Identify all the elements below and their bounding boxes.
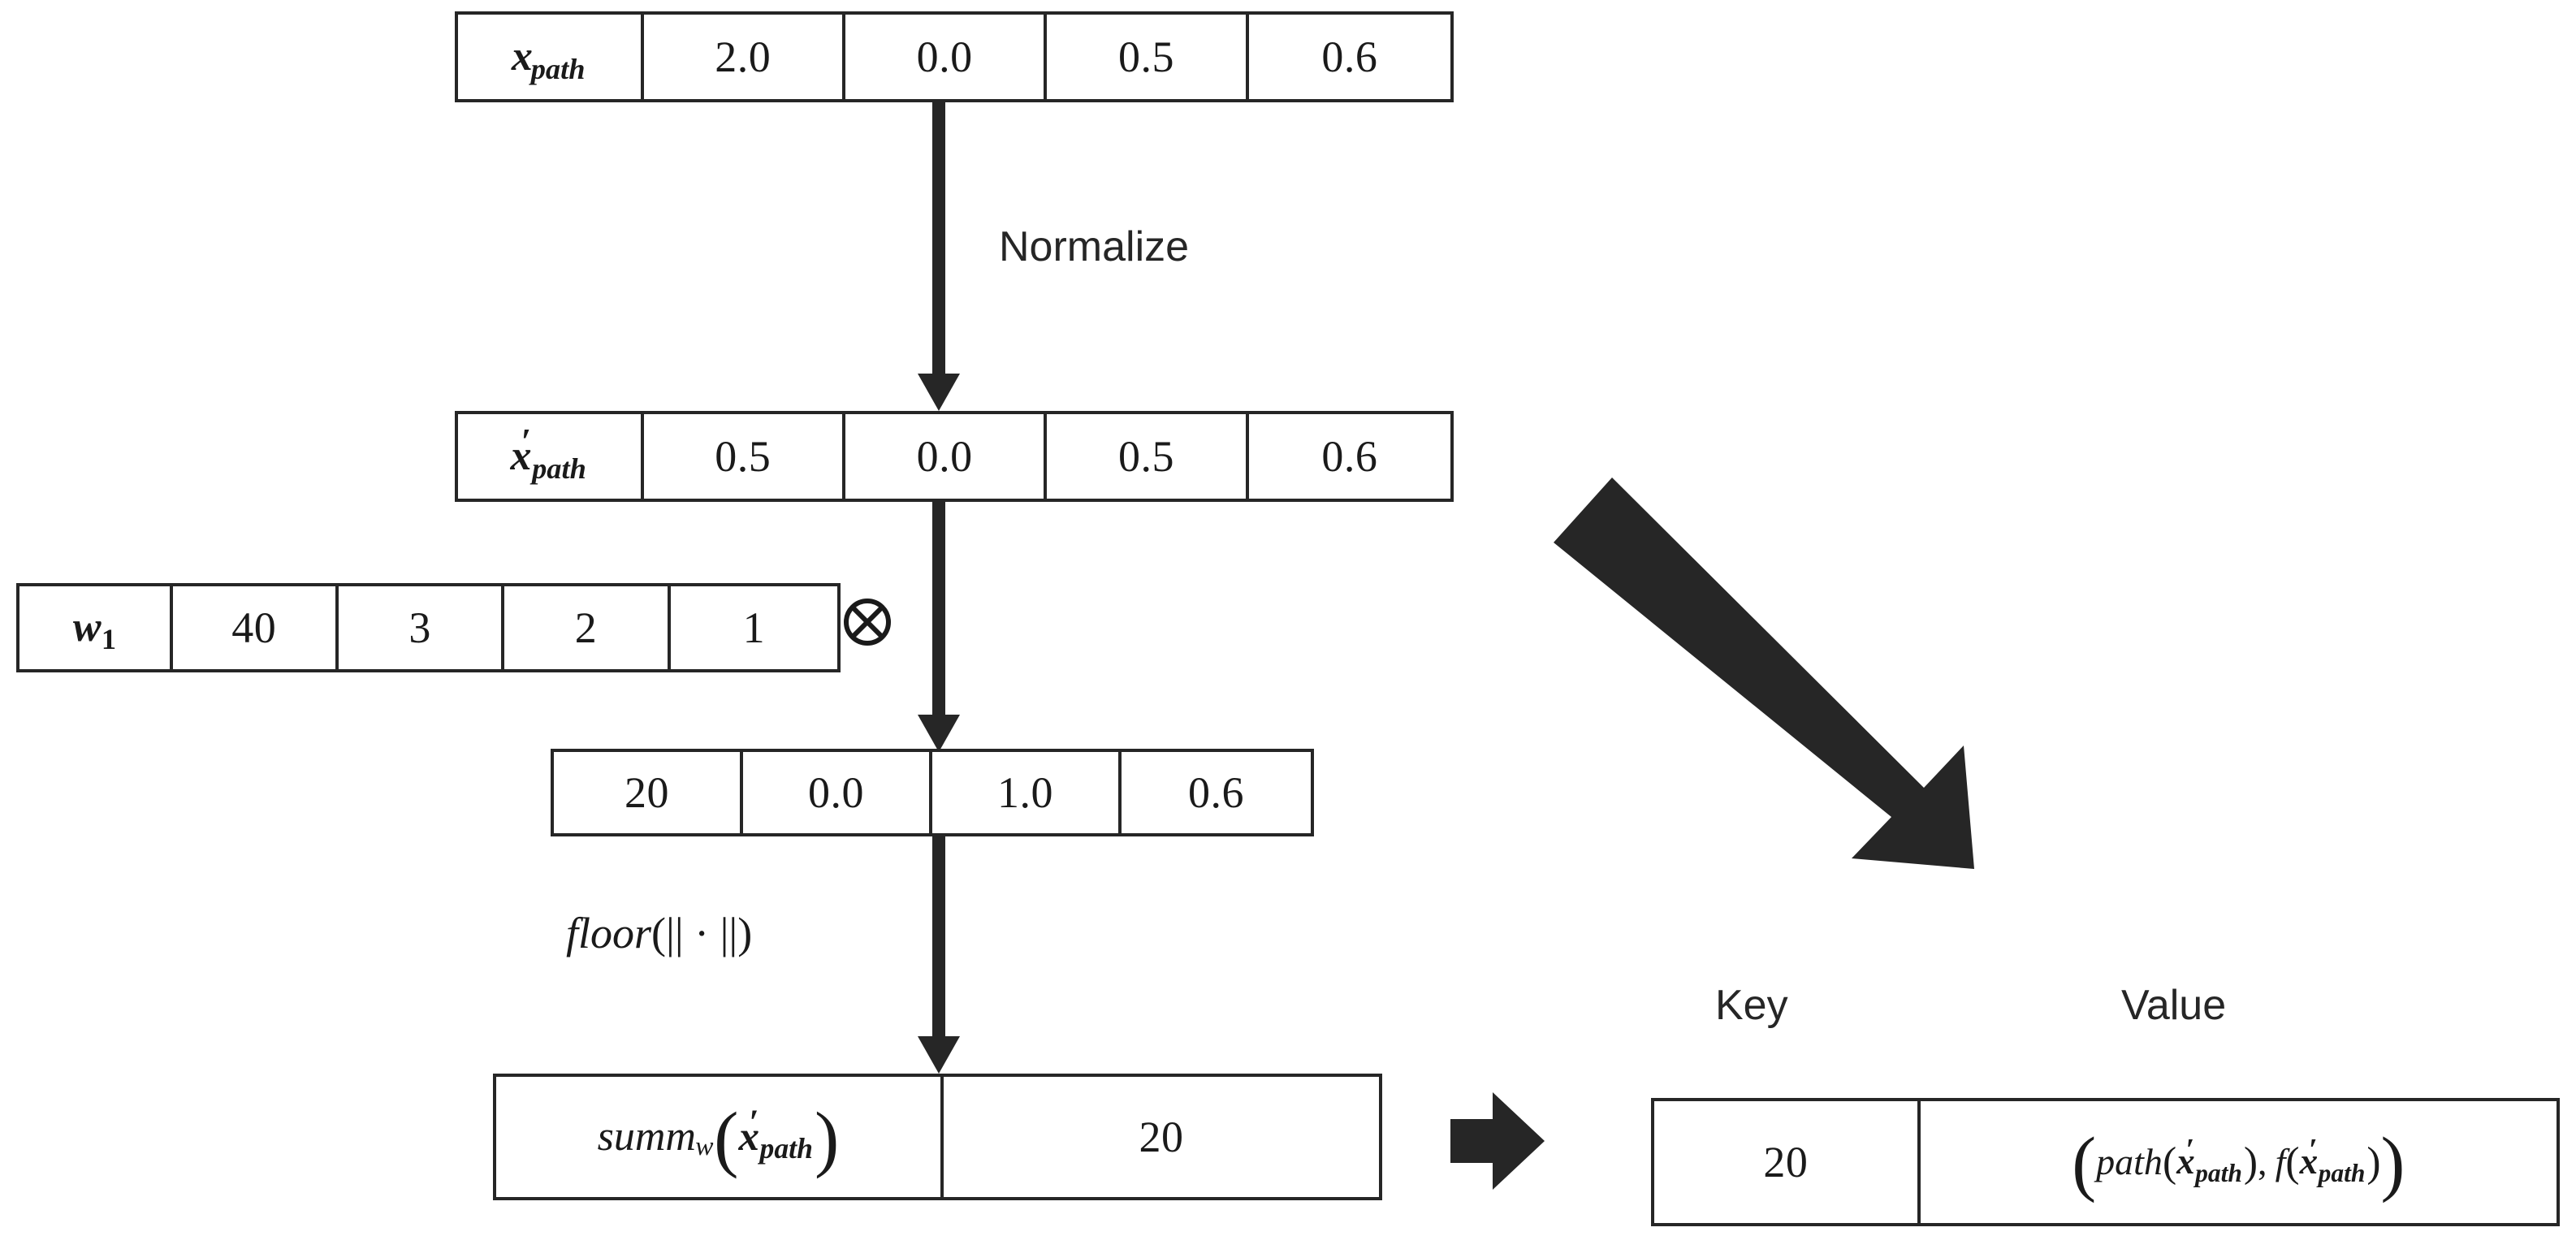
value-column-header: Value bbox=[2121, 982, 2227, 1029]
x-path-cell-3: 0.6 bbox=[1321, 32, 1378, 81]
summary-value-cell: 20 bbox=[1139, 1113, 1184, 1161]
x-path-normalized-label-prime: ′ bbox=[521, 421, 531, 461]
x-path-cell-0: 2.0 bbox=[644, 15, 845, 99]
summary-label-open-paren: ( bbox=[714, 1096, 739, 1179]
emit-keyvalue-block-arrow bbox=[1450, 1088, 1548, 1194]
x-path-normalized-cell-3: 0.6 bbox=[1321, 432, 1378, 481]
summary-label-function: summ bbox=[597, 1113, 696, 1160]
x-path-normalized-label: x′path bbox=[510, 423, 588, 483]
hashing-diagonal-arrow bbox=[1539, 463, 2010, 877]
x-path-normalized-cell-1: 0.0 bbox=[845, 414, 1048, 499]
multiply-arrow-shaft bbox=[932, 502, 945, 716]
keyvalue-f-argument-prime: ′ bbox=[2308, 1132, 2318, 1167]
keyvalue-value-cell: (path(x′path),f(x′path)) bbox=[1921, 1101, 2557, 1223]
keyvalue-path-argument-base: x bbox=[2176, 1141, 2195, 1182]
floor-arrow-shaft bbox=[932, 836, 945, 1038]
circled-times-icon bbox=[842, 597, 893, 647]
summary-label-argument: x′path bbox=[738, 1104, 815, 1163]
keyvalue-path-open-paren: ( bbox=[2162, 1139, 2177, 1186]
multiply-arrow-head bbox=[918, 715, 960, 752]
x-path-cell-2: 0.5 bbox=[1047, 15, 1249, 99]
keyvalue-path-argument-prime: ′ bbox=[2185, 1132, 2194, 1167]
summary-label-subscript: w bbox=[695, 1130, 714, 1161]
normalize-arrow-shaft bbox=[932, 102, 945, 375]
x-path-normalized-label-base: x bbox=[510, 433, 532, 479]
keyvalue-f-argument-subscript: path bbox=[2318, 1158, 2366, 1187]
keyvalue-path-argument: x′path bbox=[2176, 1134, 2244, 1186]
keyvalue-value-close-paren: ) bbox=[2380, 1123, 2405, 1204]
w1-label-subscript: 1 bbox=[101, 623, 117, 656]
product-vector-table: 20 0.0 1.0 0.6 bbox=[551, 749, 1314, 836]
keyvalue-table: 20 (path(x′path),f(x′path)) bbox=[1651, 1098, 2560, 1226]
x-path-normalized-vector-table: x′path 0.5 0.0 0.5 0.6 bbox=[455, 411, 1454, 502]
normalize-label: Normalize bbox=[999, 223, 1190, 270]
product-cell-2: 1.0 bbox=[932, 752, 1122, 833]
keyvalue-path-close-paren: ) bbox=[2243, 1139, 2258, 1186]
w1-cell-2: 2 bbox=[504, 586, 671, 669]
normalize-arrow-head bbox=[918, 374, 960, 411]
x-path-normalized-label-subscript: path bbox=[532, 452, 586, 485]
w1-cell-1: 3 bbox=[339, 586, 505, 669]
keyvalue-f-close-paren: ) bbox=[2366, 1139, 2381, 1186]
keyvalue-f-open-paren: ( bbox=[2285, 1139, 2300, 1186]
floor-arrow bbox=[918, 836, 960, 1074]
x-path-label-subscript: path bbox=[530, 52, 586, 85]
x-path-normalized-cell-0: 0.5 bbox=[644, 414, 845, 499]
summary-label-argument-subscript: path bbox=[759, 1132, 813, 1165]
x-path-normalized-cell-2: 0.5 bbox=[1047, 414, 1249, 499]
w1-cell-3: 1 bbox=[742, 603, 766, 652]
product-cell-0: 20 bbox=[554, 752, 744, 833]
w1-label-base: w bbox=[72, 604, 102, 650]
keyvalue-f-argument-base: x bbox=[2299, 1141, 2319, 1182]
multiply-arrow bbox=[918, 502, 960, 752]
keyvalue-value-path-function: path bbox=[2096, 1140, 2163, 1182]
keyvalue-value-open-paren: ( bbox=[2072, 1123, 2097, 1204]
product-cell-1: 0.0 bbox=[743, 752, 933, 833]
keyvalue-value-f-function: f bbox=[2275, 1140, 2286, 1182]
x-path-label-base: x bbox=[511, 33, 533, 80]
x-path-normalized-label-cell: x′path bbox=[458, 414, 644, 499]
x-path-cell-1: 0.0 bbox=[845, 15, 1048, 99]
keyvalue-key-cell: 20 bbox=[1654, 1101, 1921, 1223]
floor-label-function: floor bbox=[566, 909, 652, 957]
summary-label-argument-prime: ′ bbox=[748, 1102, 759, 1142]
keyvalue-path-argument-subscript: path bbox=[2195, 1158, 2242, 1187]
key-column-header: Key bbox=[1715, 982, 1788, 1029]
product-cell-3: 0.6 bbox=[1188, 768, 1245, 817]
summary-label-close-paren: ) bbox=[815, 1096, 840, 1179]
keyvalue-value-separator: , bbox=[2258, 1140, 2267, 1182]
floor-arrow-head bbox=[918, 1036, 960, 1074]
summary-label-argument-base: x bbox=[738, 1113, 759, 1160]
normalize-arrow bbox=[918, 102, 960, 411]
keyvalue-value-expression: (path(x′path),f(x′path)) bbox=[2072, 1123, 2405, 1204]
keyvalue-f-argument: x′path bbox=[2299, 1134, 2367, 1186]
floor-label: floor(|| · ||) bbox=[566, 911, 752, 955]
w1-cell-0: 40 bbox=[173, 586, 339, 669]
floor-label-argument: (|| · ||) bbox=[651, 909, 753, 957]
